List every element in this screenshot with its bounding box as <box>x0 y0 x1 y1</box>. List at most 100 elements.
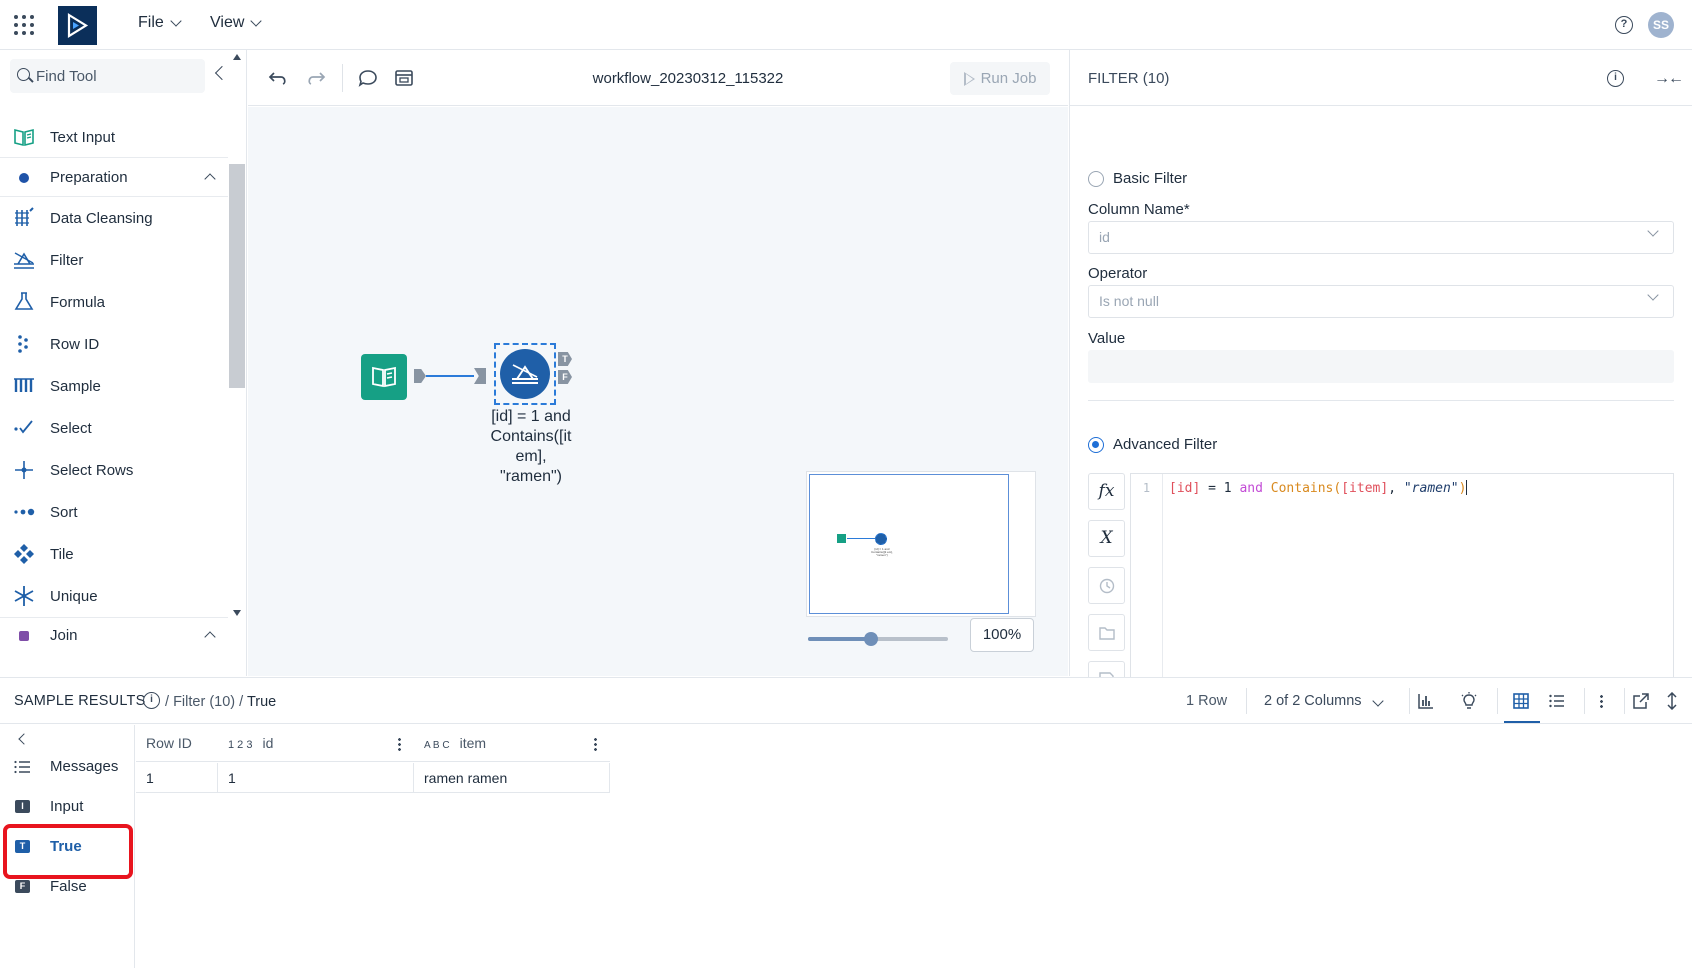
table-view-icon[interactable] <box>1512 692 1530 710</box>
sort-icon <box>14 508 35 516</box>
input-anchor-icon: I <box>15 800 30 813</box>
zoom-slider[interactable] <box>808 632 948 646</box>
true-anchor[interactable]: T <box>558 352 572 366</box>
expand-vertical-icon[interactable] <box>1663 692 1681 710</box>
expression-editor[interactable]: 1 [id] = 1 and Contains([item], "ramen") <box>1130 473 1674 699</box>
connection-wire[interactable] <box>426 375 474 377</box>
chart-icon[interactable] <box>1417 692 1435 710</box>
scroll-up-arrow-icon[interactable] <box>233 54 241 60</box>
undo-icon[interactable] <box>268 69 288 87</box>
function-button[interactable]: fx <box>1088 473 1125 510</box>
breadcrumb-tool[interactable]: Filter (10) <box>173 694 236 710</box>
value-label: Value <box>1088 330 1126 347</box>
collapse-palette-icon[interactable] <box>214 65 230 81</box>
app-grid-icon[interactable] <box>14 15 34 35</box>
canvas-overview[interactable]: [id] = 1 and Contains([it em], "ramen") <box>806 471 1036 617</box>
expr-token: [id] <box>1169 481 1201 496</box>
view-menu[interactable]: View <box>210 14 263 32</box>
cell-id[interactable]: 1 <box>218 763 414 793</box>
header-label: item <box>459 735 487 751</box>
recent-expressions-button[interactable] <box>1088 567 1125 604</box>
false-anchor[interactable]: F <box>558 370 572 384</box>
column-name-select[interactable]: id <box>1088 221 1674 254</box>
help-icon[interactable]: ? <box>1615 16 1633 34</box>
text-input-node[interactable] <box>361 354 407 400</box>
palette-scrollbar[interactable] <box>229 50 245 622</box>
input-anchor[interactable] <box>474 368 486 384</box>
lightbulb-icon[interactable] <box>1460 692 1478 710</box>
zoom-level[interactable]: 100% <box>970 618 1034 652</box>
text-caret <box>1466 480 1468 495</box>
tool-formula[interactable]: Formula <box>0 281 228 323</box>
chevron-down-icon <box>250 15 263 27</box>
tool-tile[interactable]: Tile <box>0 533 228 575</box>
canvas-toolbar: workflow_20230312_115322 Run Job <box>248 50 1068 106</box>
column-menu-icon[interactable] <box>398 737 401 751</box>
basic-filter-radio[interactable] <box>1088 171 1104 187</box>
variable-button[interactable]: X <box>1088 520 1125 557</box>
expression-code[interactable]: [id] = 1 and Contains([item], "ramen") <box>1169 480 1468 496</box>
tool-filter[interactable]: Filter <box>0 239 228 281</box>
tool-data-cleansing[interactable]: Data Cleansing <box>0 197 228 239</box>
overview-viewport[interactable] <box>809 474 1009 614</box>
tool-label: Tile <box>50 545 74 563</box>
zoom-slider-handle[interactable] <box>864 632 878 646</box>
open-external-icon[interactable] <box>1632 692 1650 710</box>
true-anchor-icon: T <box>15 840 30 853</box>
chevron-up-icon[interactable] <box>204 173 216 185</box>
container-icon[interactable] <box>394 69 414 87</box>
avatar[interactable]: SS <box>1648 12 1674 38</box>
redo-icon[interactable] <box>306 69 326 87</box>
filter-node[interactable] <box>500 349 550 399</box>
chevron-down-icon <box>1647 225 1659 237</box>
operator-select[interactable]: Is not null <box>1088 285 1674 318</box>
run-job-button[interactable]: Run Job <box>950 62 1050 95</box>
find-tool-input[interactable] <box>36 59 196 93</box>
file-menu[interactable]: File <box>138 14 182 32</box>
nav-false[interactable]: F False <box>0 867 135 907</box>
nav-input[interactable]: I Input <box>0 787 135 827</box>
scroll-thumb[interactable] <box>229 164 245 388</box>
header-row-id[interactable]: Row ID <box>136 725 218 762</box>
chevron-up-icon[interactable] <box>204 631 216 643</box>
tool-sort[interactable]: Sort <box>0 491 228 533</box>
info-icon[interactable]: i <box>1607 70 1624 87</box>
collapse-panel-icon[interactable]: →← <box>1654 70 1684 87</box>
info-icon[interactable]: i <box>143 692 160 709</box>
column-name-value: id <box>1099 229 1110 245</box>
tool-text-input[interactable]: Text Input <box>0 117 228 157</box>
cell-item[interactable]: ramen ramen <box>414 763 610 793</box>
tool-unique[interactable]: Unique <box>0 575 228 617</box>
results-title: SAMPLE RESULTS <box>14 693 146 709</box>
list-view-icon[interactable] <box>1548 692 1566 710</box>
advanced-filter-radio[interactable] <box>1088 437 1104 453</box>
comment-icon[interactable] <box>358 69 378 87</box>
output-anchor[interactable] <box>414 369 426 383</box>
value-input[interactable] <box>1088 350 1674 383</box>
chevron-left-icon[interactable] <box>18 733 30 745</box>
category-join[interactable]: Join <box>0 617 228 653</box>
category-preparation[interactable]: Preparation <box>0 157 228 197</box>
header-divider <box>1246 688 1247 714</box>
nav-true[interactable]: T True <box>0 827 135 867</box>
tool-select[interactable]: Select <box>0 407 228 449</box>
expr-token: Contains( <box>1270 481 1342 496</box>
tool-select-rows[interactable]: Select Rows <box>0 449 228 491</box>
column-menu-icon[interactable] <box>594 737 597 751</box>
advanced-filter-label: Advanced Filter <box>1113 436 1218 453</box>
scroll-down-arrow-icon[interactable] <box>233 610 241 616</box>
tool-sample[interactable]: Sample <box>0 365 228 407</box>
nav-messages[interactable]: Messages <box>0 747 135 787</box>
workflow-canvas[interactable]: T F [id] = 1 and Contains([it em], "rame… <box>248 107 1068 676</box>
tool-row-id[interactable]: Row ID <box>0 323 228 365</box>
cell-row-id[interactable]: 1 <box>136 763 218 793</box>
more-options-icon[interactable] <box>1600 694 1603 708</box>
load-expression-button[interactable] <box>1088 614 1125 651</box>
mini-input-node <box>837 534 846 543</box>
book-icon <box>14 128 34 147</box>
highlight-annotation <box>3 824 133 879</box>
find-tool-search[interactable] <box>10 59 205 93</box>
columns-selector[interactable]: 2 of 2 Columns <box>1264 693 1384 709</box>
